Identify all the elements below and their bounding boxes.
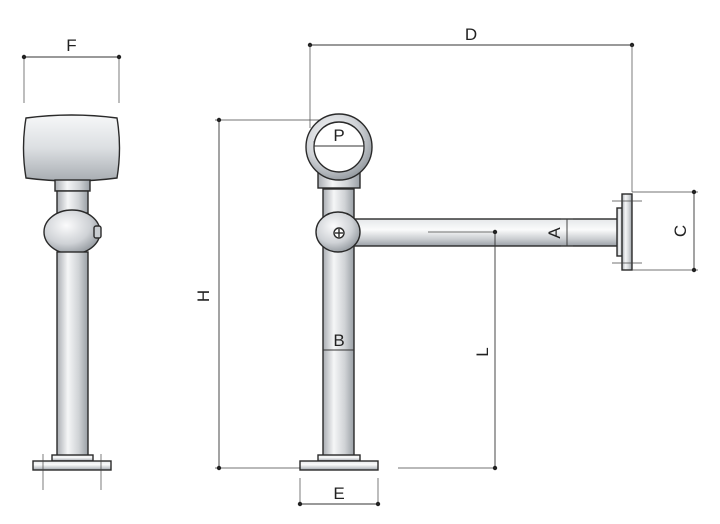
side-view: F [21, 36, 122, 490]
front-view: D H A C L [194, 25, 698, 507]
dim-label-b: B [333, 331, 344, 350]
dim-label-f: F [66, 36, 76, 55]
dim-label-e: E [333, 484, 344, 503]
dim-label-l: L [473, 347, 492, 356]
dim-label-h: H [194, 290, 213, 302]
dim-label-d: D [465, 25, 477, 44]
dim-label-p: P [333, 126, 344, 145]
dim-label-a: A [545, 227, 564, 239]
dim-label-c: C [671, 225, 690, 237]
